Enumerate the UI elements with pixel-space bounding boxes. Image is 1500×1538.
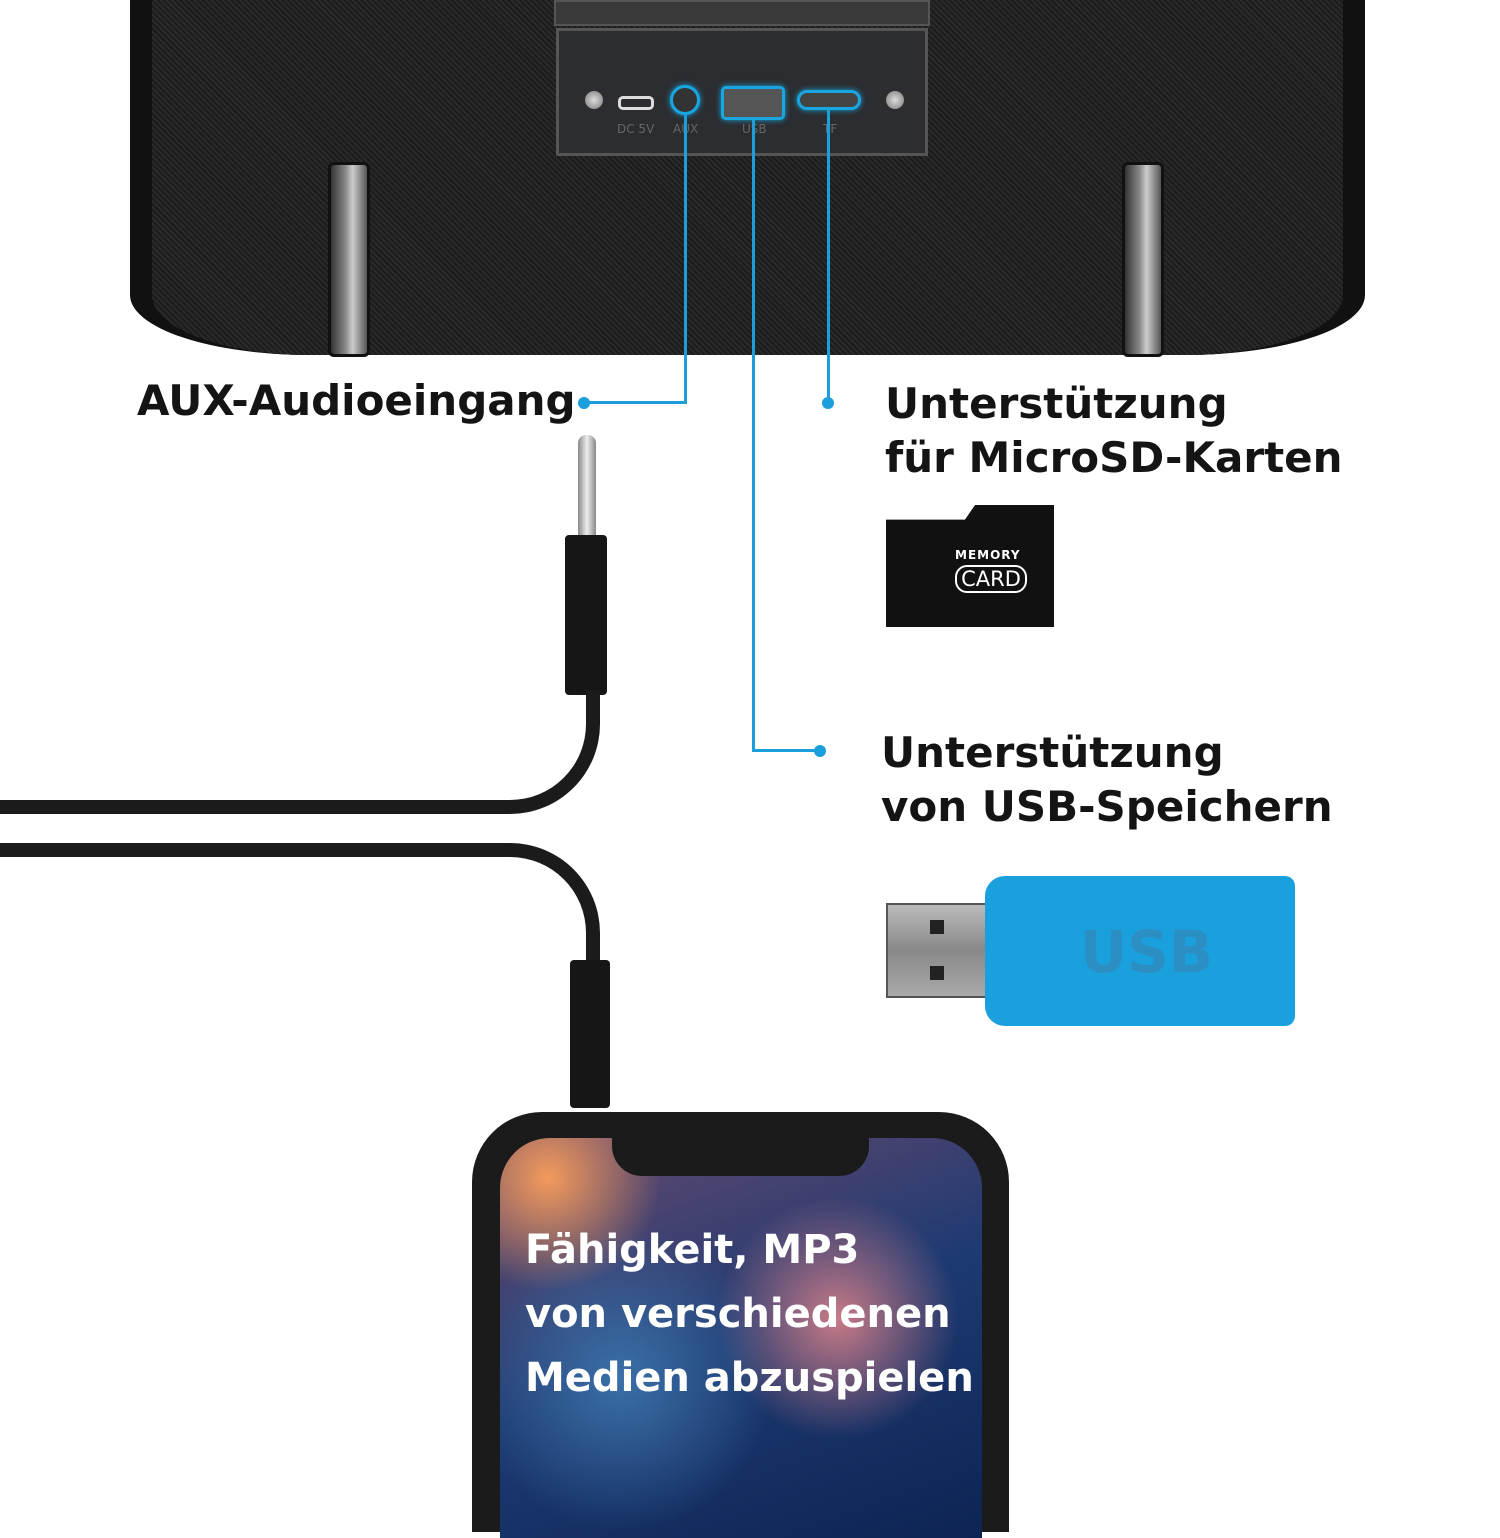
phone-text-line3: Medien abzuspielen: [525, 1355, 974, 1401]
tf-dot: [822, 397, 834, 409]
usb-label-line2: von USB-Speichern: [881, 782, 1333, 831]
memory-card-text: MEMORY: [955, 548, 1021, 562]
phone-screen: [500, 1138, 982, 1538]
tf-connector-line: [827, 110, 830, 402]
port-label-tf: TF: [823, 122, 838, 136]
usb-label-line1: Unterstützung: [881, 728, 1224, 777]
microsd-label-line2: für MicroSD-Karten: [885, 433, 1343, 482]
aux-plug-top: [565, 535, 607, 695]
memory-card-badge: CARD: [955, 565, 1027, 593]
speaker-foot-right: [1122, 162, 1164, 357]
screw-icon: [585, 91, 603, 109]
phone-notch: [612, 1136, 869, 1176]
usb-connector-line: [752, 749, 820, 752]
port-label-dc: DC 5V: [617, 122, 655, 136]
aux-cable: [0, 843, 600, 973]
speaker-foot-left: [328, 162, 370, 357]
aux-cable: [0, 690, 600, 814]
usb-stick-connector: [886, 903, 991, 998]
usb-slot: [930, 966, 944, 980]
usb-stick-text: USB: [1080, 918, 1214, 986]
top-panel: [554, 0, 930, 26]
aux-plug-bottom: [570, 960, 610, 1108]
phone-text-line1: Fähigkeit, MP3: [525, 1227, 860, 1273]
tf-port: [797, 90, 861, 110]
usb-connector-line: [752, 120, 755, 752]
aux-connector-line: [584, 401, 687, 404]
microsd-label-line1: Unterstützung: [885, 379, 1228, 428]
phone-text: Fähigkeit, MP3 von verschiedenen Medien …: [525, 1218, 974, 1410]
aux-dot: [578, 397, 590, 409]
dc-port: [618, 96, 654, 110]
phone-text-line2: von verschiedenen: [525, 1291, 951, 1337]
usb-port: [721, 86, 785, 120]
aux-port: [670, 85, 700, 115]
usb-stick-body: [985, 876, 1295, 1026]
screw-icon: [886, 91, 904, 109]
aux-label: AUX-Audioeingang: [137, 376, 576, 425]
usb-slot: [930, 920, 944, 934]
aux-connector-line: [684, 115, 687, 403]
aux-plug-tip: [578, 435, 596, 535]
usb-dot: [814, 745, 826, 757]
